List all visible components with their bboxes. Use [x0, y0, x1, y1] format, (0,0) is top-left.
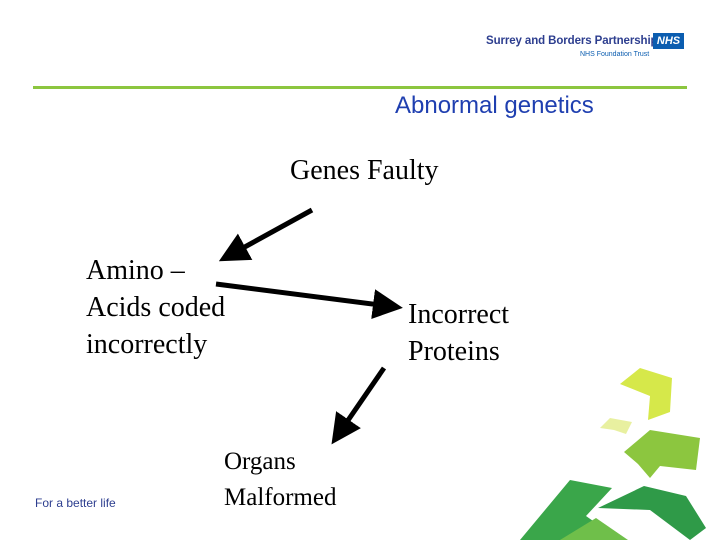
node-organs-line-2: Malformed	[224, 480, 364, 516]
node-genes-faulty: Genes Faulty	[290, 152, 439, 189]
footer-slogan: For a better life	[35, 496, 116, 510]
chevron-shape-3	[624, 430, 700, 478]
node-organs-malformed: Organs Malformed	[224, 444, 364, 516]
node-amino-line-3: incorrectly	[86, 326, 256, 363]
chevron-shape-2	[600, 418, 632, 434]
node-organs-line-1: Organs	[224, 444, 364, 480]
node-amino-line-2: Acids coded	[86, 289, 256, 326]
node-incorrect-line-1: Incorrect	[408, 296, 558, 333]
node-amino-line-1: Amino –	[86, 252, 256, 289]
arrow-genes-to-amino	[232, 210, 312, 254]
node-amino-acids: Amino – Acids coded incorrectly	[86, 252, 256, 363]
decorative-chevrons	[500, 360, 720, 540]
arrow-incorrect-to-organs	[340, 368, 384, 432]
chevron-shape-1	[620, 368, 672, 420]
node-incorrect-proteins: Incorrect Proteins	[408, 296, 558, 370]
